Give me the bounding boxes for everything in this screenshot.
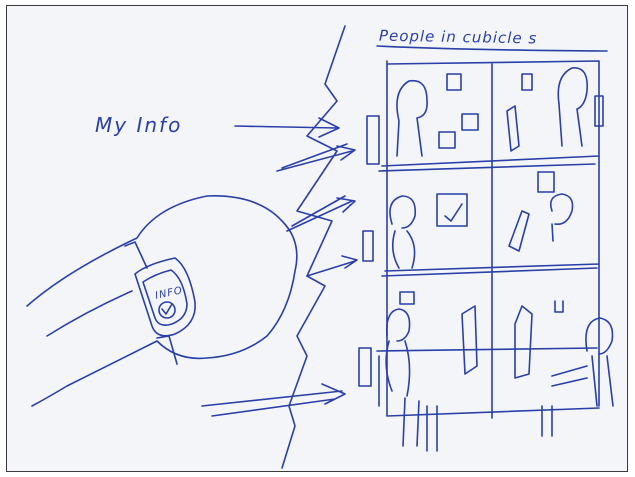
person-bottom-left (386, 309, 419, 446)
note-box-3 (439, 132, 455, 148)
cubicle-grid (382, 61, 599, 418)
sketch-drawing (7, 6, 627, 471)
note-box-4 (522, 74, 532, 90)
sketch-title: People in cubicle s (379, 27, 538, 48)
signal-arrow-4 (202, 384, 345, 416)
arm-outline-lower (47, 291, 132, 336)
person-middle-left (390, 196, 415, 268)
person-middle-right (551, 194, 573, 241)
signal-arrow-2 (287, 196, 355, 231)
whiteboard-sketch: People in cubicle s My Info INFO (7, 6, 627, 471)
small-object (555, 301, 563, 312)
note-box-2 (462, 114, 478, 130)
monitor-top-right (507, 106, 519, 151)
chair-bottom-left (359, 348, 371, 386)
picture-check (445, 204, 462, 221)
title-underline (377, 46, 607, 51)
my-info-label: My Info (95, 113, 182, 137)
monitor-middle-right (509, 211, 529, 251)
chair-middle-left (363, 231, 373, 261)
note-box-5 (400, 292, 414, 304)
my-info-arrow (235, 118, 339, 137)
chair-top-left (367, 116, 379, 164)
monitor-bottom-left (462, 306, 477, 374)
person-top-right (558, 68, 587, 146)
wall-note-middle-right (538, 172, 554, 192)
person-top-left (397, 81, 427, 156)
picture-frame (437, 194, 467, 226)
monitor-bottom-right (515, 306, 532, 378)
cubicle-grid-shelf (379, 164, 597, 276)
signal-arrow-1 (277, 144, 355, 171)
note-box-1 (447, 74, 461, 90)
arm-outline (27, 196, 297, 406)
watch-check-mark (162, 304, 172, 314)
person-bottom-right (552, 318, 613, 406)
